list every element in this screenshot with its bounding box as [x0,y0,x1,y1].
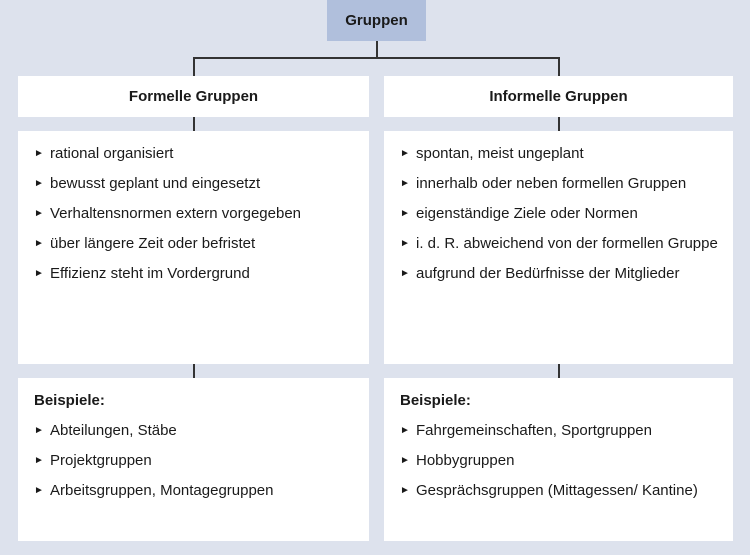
informal-examples-title: Beispiele: [400,392,471,409]
informal-groups-title: Informelle Gruppen [489,88,628,105]
bullet-icon: ► [34,485,44,496]
informal-example-item: ► Fahrgemeinschaften, Sportgruppen [400,420,721,441]
informal-property-item: ► eigenständige Ziele oder Normen [400,203,721,224]
bullet-icon: ► [34,238,44,249]
informal-property-item-text: aufgrund der Bedürfnisse der Mitglieder [416,265,680,282]
informal-properties-list: ► spontan, meist ungeplant ► innerhalb oder… [400,143,721,284]
formal-example-item-text: Arbeitsgruppen, Montagegruppen [50,482,274,499]
formal-example-item-text: Abteilungen, Stäbe [50,422,177,439]
bullet-icon: ► [34,425,44,436]
formal-property-item: ► Verhaltensnormen extern vorgegeben [34,203,357,224]
informal-example-item-text: Hobbygruppen [416,452,515,469]
formal-example-item-text: Projektgruppen [50,452,152,469]
informal-examples-list: ► Fahrgemeinschaften, Sportgruppen ► Hobbyg… [400,420,721,501]
informal-groups-properties: ► spontan, meist ungeplant ► innerhalb oder… [384,131,733,364]
informal-property-item: ► innerhalb oder neben formellen Gruppen [400,173,721,194]
bullet-icon: ► [34,178,44,189]
informal-example-item: ► Gesprächsgruppen (Mittagessen/ Kantine) [400,480,721,501]
connector-left-drop [193,57,195,76]
bullet-icon: ► [34,208,44,219]
connector-left-header-props [193,117,195,131]
formal-example-item: ► Projektgruppen [34,450,357,471]
bullet-icon: ► [400,178,410,189]
formal-example-item: ► Arbeitsgruppen, Montagegruppen [34,480,357,501]
formal-groups-examples: Beispiele: ► Abteilungen, Stäbe ► Projektgr… [18,378,369,541]
formal-property-item-text: Verhaltensnormen extern vorgegeben [50,205,302,222]
bullet-icon: ► [34,455,44,466]
formal-property-item: ► rational organisiert [34,143,357,164]
connector-root-stem [376,41,378,58]
informal-property-item-text: eigenständige Ziele oder Normen [416,205,638,222]
bullet-icon: ► [400,148,410,159]
root-node: Gruppen [327,0,426,41]
informal-example-item: ► Hobbygruppen [400,450,721,471]
formal-groups-properties: ► rational organisiert ► bewusst geplant un… [18,131,369,364]
formal-property-item: ► Effizienz steht im Vordergrund [34,263,357,284]
informal-example-item-text: Fahrgemeinschaften, Sportgruppen [416,422,652,439]
informal-property-item-text: spontan, meist ungeplant [416,145,584,162]
formal-groups-header: Formelle Gruppen [18,76,369,117]
informal-property-item: ► spontan, meist ungeplant [400,143,721,164]
informal-example-item-text: Gesprächsgruppen (Mittagessen/ Kantine) [416,482,698,499]
informal-property-item-text: i. d. R. abweichend von der formellen Gr… [416,235,718,252]
bullet-icon: ► [400,485,410,496]
formal-examples-list: ► Abteilungen, Stäbe ► Projektgruppen ► Arbei… [34,420,357,501]
connector-right-header-props [558,117,560,131]
bullet-icon: ► [400,425,410,436]
formal-examples-title: Beispiele: [34,392,105,409]
informal-property-item: ► aufgrund der Bedürfnisse der Mitglieder [400,263,721,284]
formal-property-item: ► über längere Zeit oder befristet [34,233,357,254]
root-label: Gruppen [345,12,408,29]
informal-property-item-text: innerhalb oder neben formellen Gruppen [416,175,687,192]
bullet-icon: ► [400,238,410,249]
connector-left-props-examples [193,364,195,378]
formal-properties-list: ► rational organisiert ► bewusst geplant un… [34,143,357,284]
formal-property-item-text: rational organisiert [50,145,174,162]
formal-property-item-text: Effizienz steht im Vordergrund [50,265,250,282]
informal-groups-examples: Beispiele: ► Fahrgemeinschaften, Sportgru… [384,378,733,541]
bullet-icon: ► [400,455,410,466]
connector-right-props-examples [558,364,560,378]
bullet-icon: ► [400,208,410,219]
bullet-icon: ► [34,268,44,279]
connector-horizontal [193,57,559,59]
formal-property-item: ► bewusst geplant und eingesetzt [34,173,357,194]
connector-right-drop [558,57,560,76]
formal-example-item: ► Abteilungen, Stäbe [34,420,357,441]
informal-property-item: ► i. d. R. abweichend von der formellen G… [400,233,721,254]
bullet-icon: ► [34,148,44,159]
formal-groups-title: Formelle Gruppen [128,88,259,105]
formal-property-item-text: über längere Zeit oder befristet [50,235,256,252]
bullet-icon: ► [400,268,410,279]
formal-property-item-text: bewusst geplant und eingesetzt [50,175,261,192]
informal-groups-header: Informelle Gruppen [384,76,733,117]
